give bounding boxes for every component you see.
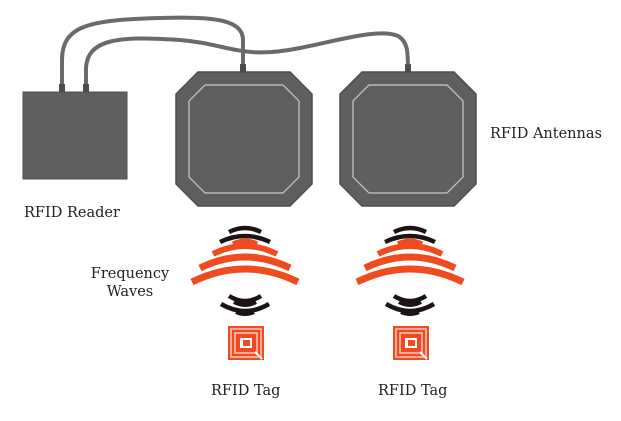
cable-reader-to-antenna-left bbox=[60, 15, 245, 90]
label-frequency-waves: Frequency Waves bbox=[90, 266, 170, 300]
cable-reader-to-antenna-right bbox=[84, 31, 410, 90]
connector-antenna-right bbox=[405, 64, 411, 74]
connector-reader-left bbox=[59, 84, 65, 94]
connector-antenna-left bbox=[240, 64, 246, 74]
frequency-wave-icon bbox=[355, 225, 465, 316]
rfid-tag-icon bbox=[393, 326, 429, 360]
label-rfid-antennas: RFID Antennas bbox=[490, 126, 602, 142]
label-rfid-reader: RFID Reader bbox=[24, 205, 120, 221]
label-rfid-tag-right: RFID Tag bbox=[378, 383, 448, 399]
rfid-antenna-icon bbox=[339, 71, 477, 207]
rfid-reader-icon bbox=[22, 91, 128, 180]
rfid-antenna-icon bbox=[175, 71, 313, 207]
connector-reader-right bbox=[83, 84, 89, 94]
label-rfid-tag-left: RFID Tag bbox=[211, 383, 281, 399]
cables bbox=[59, 15, 411, 94]
frequency-wave-icon bbox=[190, 225, 300, 316]
rfid-tag-icon bbox=[228, 326, 264, 360]
